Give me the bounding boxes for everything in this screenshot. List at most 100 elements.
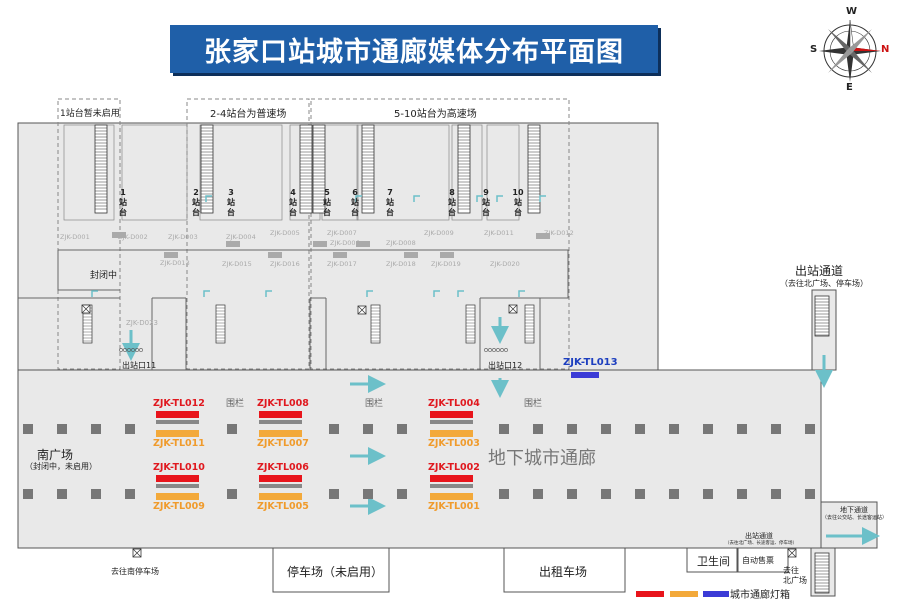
turnstile [123,348,127,352]
south-parking-exit-label: 去往南停车场 [111,567,159,576]
pillar [227,489,237,499]
pillar [703,489,713,499]
pillar [805,424,815,434]
zone-3-outline [310,98,570,370]
fence-label-2: 围栏 [365,399,384,409]
tl-orange-code: ZJK-TL007 [257,438,309,449]
ad-box-gray [259,484,302,488]
tl-orange-code: ZJK-TL011 [153,438,205,449]
pillar [329,424,339,434]
pillar [635,489,645,499]
tl-red-code: ZJK-TL012 [153,398,205,409]
pillar [669,424,679,434]
turnstile [484,348,488,352]
platform-block [356,124,450,221]
d-code-label: ZJK-D006 [330,239,360,247]
north-plaza-exit-label: 去往 北广场 [783,566,807,585]
ad-box-orange [430,493,473,500]
tl-orange-code: ZJK-TL009 [153,501,205,512]
platform-number: 1 [120,188,126,197]
south-plaza-sub: （封闭中，未启用） [25,462,97,471]
exit-passage-title: 出站通道 [795,264,844,278]
tl-red-code: ZJK-TL008 [257,398,309,409]
parking-box [272,547,390,593]
concourse-outline [57,249,569,370]
corner-marker [205,195,212,202]
corridor-label: 地下城市通廊 [488,448,596,469]
d-sign-block [333,252,347,258]
corner-marker [433,290,440,297]
pillar [771,424,781,434]
tl-red-code: ZJK-TL010 [153,462,205,473]
d-code-label: ZJK-D002 [118,233,148,241]
platform-number: 10 [512,188,524,197]
corner-marker [496,195,503,202]
ticket-box [737,547,789,573]
platform-block [63,124,115,221]
pillar [91,424,101,434]
platform-number: 2 [193,188,199,197]
ad-box-orange [156,430,199,437]
ad-box-gray [156,484,199,488]
pillar [23,424,33,434]
fence-label-1: 围栏 [226,399,245,409]
platform-number: 5 [324,188,330,197]
compass-rose-icon [819,19,881,82]
d-code-label: ZJK-D011 [484,229,514,237]
d-code-label: ZJK-D013 [160,259,190,267]
platform-block [121,124,188,221]
pillar [805,489,815,499]
ad-box-red [259,411,302,418]
zone-3-label: 5-10站台为高速场 [394,109,477,120]
closed-label: 封闭中 [90,271,118,281]
corner-marker [366,290,373,297]
tl-orange-code: ZJK-TL003 [428,438,480,449]
corner-marker [91,290,98,297]
compass-w: W [846,6,858,17]
pillar [601,424,611,434]
d-code-label: ZJK-D004 [226,233,256,241]
zone-1-label: 1站台暂未启用 [60,109,120,119]
exit-passage-sub: （去往北广场、停车场） [780,279,868,288]
tl-red-code: ZJK-TL002 [428,462,480,473]
corner-marker [518,290,525,297]
parking-label: 停车场（未启用） [287,565,384,579]
exit-12-label: 出站口12 [488,361,523,370]
pillar [567,489,577,499]
ad-box-gray [430,484,473,488]
south-plaza-title: 南广场 [37,448,74,462]
toilet-label: 卫生间 [697,555,730,568]
d-sign-block [268,252,282,258]
underground-passage-title: 地下通道 [840,506,868,514]
d-sign-block [313,241,327,247]
pillar [499,489,509,499]
exit-icon [81,304,91,314]
legend-orange [670,591,698,597]
pillar [363,489,373,499]
ad-box-orange [259,430,302,437]
ad-box-gray [430,420,473,424]
compass-n: N [881,44,890,55]
pillar [601,489,611,499]
exit-small-title: 出站通道 [745,532,773,540]
turnstile [492,348,496,352]
d-code-label: ZJK-D020 [490,260,520,268]
d-code-label: ZJK-D017 [327,260,357,268]
turnstile [496,348,500,352]
page-title: 张家口站城市通廊媒体分布平面图 [204,36,624,68]
d-code-label: ZJK-D008 [386,239,416,247]
d-code-label: ZJK-D015 [222,260,252,268]
zone-2-label: 2-4站台为普速场 [210,109,287,120]
corner-marker [355,195,362,202]
tl-orange-code: ZJK-TL001 [428,501,480,512]
pillar [57,424,67,434]
taxi-label: 出租车场 [539,565,588,579]
d-code-label: ZJK-D019 [431,260,461,268]
d-code-label: ZJK-D005 [270,229,300,237]
